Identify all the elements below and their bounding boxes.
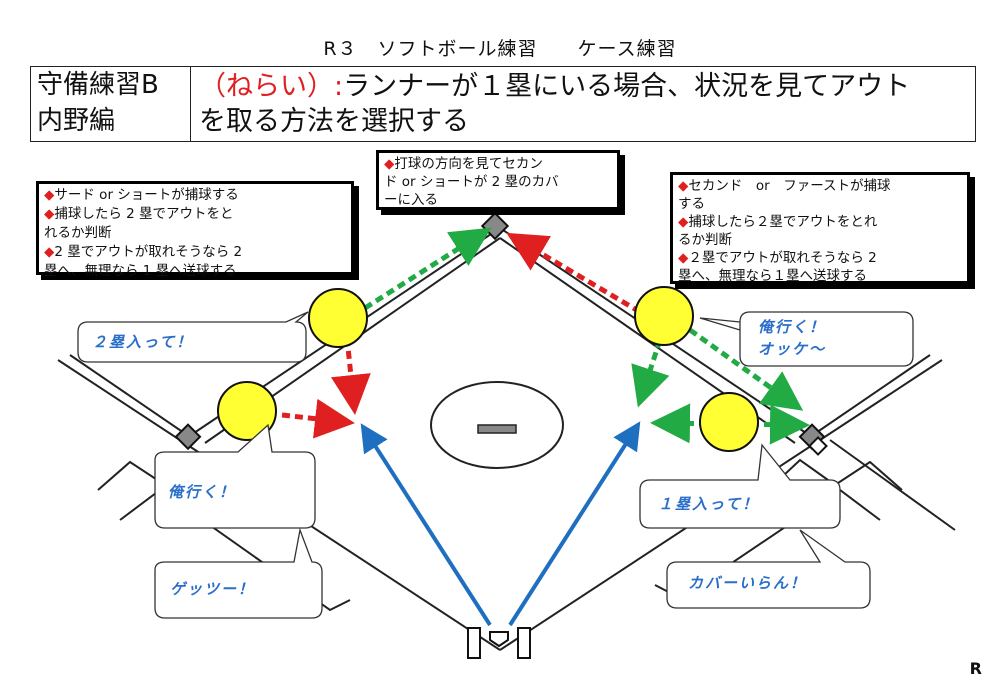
bullet-icon: ◆ [44, 244, 55, 260]
note-right-line-5: ◆２塁でアウトが取れそうなら 2 [678, 250, 877, 266]
note-left: ◆サード or ショートが捕球する ◆捕球したら 2 塁でアウトをと れるか判断… [36, 181, 354, 279]
right-fence-2 [829, 439, 956, 531]
note-center-line-2: ド or ショートが 2 塁のカバ [384, 174, 559, 190]
note-right-line-3: ◆捕球したら２塁でアウトをとれ [678, 214, 878, 230]
note-left-line-3: れるか判断 [44, 225, 112, 241]
bubble-second-cover [77, 311, 309, 363]
bubble-ore-right [699, 311, 914, 367]
speech-bubbles [77, 311, 914, 619]
second-base [480, 211, 510, 241]
category-line-1: 守備練習B [37, 70, 159, 100]
speech-no-cover: カバーいらん！ [688, 574, 808, 592]
speech-ore-right: 俺行く！ オッケ〜 [758, 316, 826, 360]
bullet-icon: ◆ [678, 178, 689, 194]
first-base-bag [808, 436, 828, 456]
bullet-icon: ◆ [384, 156, 395, 172]
home-plate [489, 631, 509, 648]
note-left-line-4: ◆2 塁でアウトが取れそうなら 2 [44, 244, 243, 260]
note-right-line-4: るか判断 [678, 232, 732, 248]
note-right-line-6: 塁へ、無理なら１塁へ送球する [678, 268, 867, 284]
note-right-line-2: する [678, 196, 705, 212]
bullet-icon: ◆ [678, 250, 689, 266]
category-line-2: 内野編 [37, 106, 116, 136]
bubble-gettsu [154, 527, 323, 619]
green-arrow-second-down [631, 339, 670, 408]
left-foul-line-inner [69, 354, 191, 438]
bubble-first-cover [639, 443, 841, 529]
red-arrow-third-right [281, 398, 355, 439]
green-arrow-to-first [688, 327, 804, 411]
page-mark: R [969, 659, 982, 678]
note-left-line-1: ◆サード or ショートが捕球する [44, 187, 239, 203]
player-third [217, 381, 277, 441]
note-right: ◆セカンド or ファーストが捕球 する ◆捕球したら２塁でアウトをとれ るか判… [670, 172, 970, 284]
bubble-no-cover [666, 529, 871, 609]
blue-arrows [360, 421, 641, 627]
speech-ore-right-line-2: オッケ〜 [758, 340, 827, 358]
player-first [699, 392, 759, 452]
blue-arrow-right [508, 421, 641, 627]
player-shortstop [308, 288, 368, 348]
header-aim: （ねらい）:ランナーが１塁にいる場合、状況を見てアウト を取る方法を選択する [199, 69, 974, 139]
right-foul-line-inner [809, 354, 931, 438]
red-arrows [281, 232, 642, 439]
speech-ore-left: 俺行く！ [168, 483, 237, 501]
batter-box-left [467, 627, 481, 659]
note-left-line-2: ◆捕球したら 2 塁でアウトをと [44, 206, 234, 222]
home-plate-area [467, 627, 531, 659]
speech-first-cover: １塁入って！ [658, 495, 760, 513]
third-base [174, 423, 202, 451]
page-title: R３ ソフトボール練習 ケース練習 [323, 38, 677, 60]
bullet-icon: ◆ [678, 214, 689, 230]
speech-ore-right-line-1: 俺行く！ [758, 318, 827, 336]
green-arrow-to-second [363, 227, 492, 311]
player-second [634, 286, 694, 346]
aim-label: （ねらい）: [199, 71, 344, 102]
blue-arrow-left [360, 423, 492, 627]
note-right-line-1: ◆セカンド or ファーストが捕球 [678, 178, 891, 194]
note-center-line-1: ◆打球の方向を見てセカン [384, 156, 543, 172]
aim-line-1: （ねらい）:ランナーが１塁にいる場合、状況を見てアウト [199, 69, 974, 104]
speech-second-cover: ２塁入って！ [92, 333, 194, 351]
header-category: 守備練習B 内野編 [31, 67, 191, 141]
red-arrow-shortstop-down [330, 337, 371, 415]
red-arrow-from-second [506, 232, 642, 315]
header-table: 守備練習B 内野編 （ねらい）:ランナーが１塁にいる場合、状況を見てアウト を取… [30, 66, 976, 142]
bubble-ore-left [154, 423, 316, 529]
note-center: ◆打球の方向を見てセカン ド or ショートが 2 塁のカバ ーに入る [376, 150, 620, 210]
left-fence [119, 488, 351, 612]
pitcher-plate [477, 424, 517, 434]
note-left-line-5: 塁へ、無理なら 1 塁へ送球する [44, 263, 237, 279]
batter-box-right [517, 627, 531, 659]
aim-line-2: を取る方法を選択する [199, 106, 469, 137]
bullet-icon: ◆ [44, 206, 55, 222]
bullet-icon: ◆ [44, 187, 55, 203]
aim-text-1: ランナーが１塁にいる場合、状況を見てアウト [343, 71, 911, 102]
speech-gettsu: ゲッツー！ [170, 580, 256, 598]
note-center-line-3: ーに入る [384, 192, 438, 208]
